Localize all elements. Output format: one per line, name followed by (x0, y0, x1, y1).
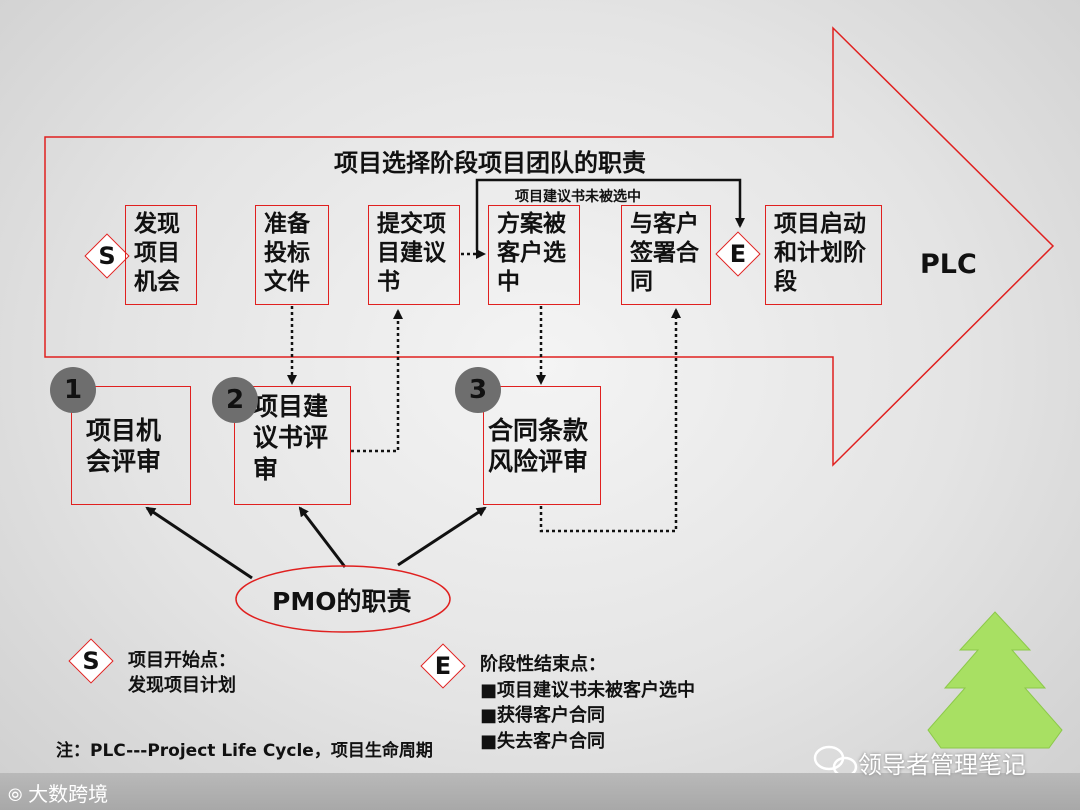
step-start-planning: 项目启动 和计划阶 段 (765, 205, 882, 305)
step-discover-opportunity: 发现 项目 机会 (125, 205, 197, 305)
legend-end-diamond: E (420, 643, 466, 689)
watermark-left-text: 大数跨境 (28, 782, 109, 806)
legend-end-marker: E (434, 652, 452, 680)
bottom-bar (0, 773, 1080, 810)
review-3-number: 3 (455, 367, 501, 413)
end-marker-label: E (729, 240, 747, 268)
review-2-number: 2 (212, 377, 258, 423)
plc-arrow-shape (44, 26, 1055, 467)
pmo-arrow-review3 (397, 506, 487, 567)
review-3-box: 合同条款 风险评审 (483, 386, 601, 505)
watermark-right: 领导者管理笔记 (858, 751, 1026, 779)
legend-start-diamond: S (68, 638, 114, 684)
legend-end-item: ■失去客户合同 (480, 731, 606, 753)
watermark-left: ⦾ 大数跨境 (8, 778, 108, 807)
pmo-arrow-review2 (298, 506, 347, 568)
pmo-ellipse (235, 565, 451, 633)
legend-start-marker: S (82, 647, 100, 675)
rejection-label: 项目建议书未被选中 (515, 189, 641, 205)
plc-label: PLC (920, 249, 977, 280)
legend-end-title: 阶段性结束点： (480, 654, 606, 675)
pmo-label: PMO的职责 (272, 587, 412, 616)
review-1-number: 1 (50, 367, 96, 413)
legend-start-text: 项目开始点： 发现项目计划 (128, 648, 236, 698)
step-chosen-by-client: 方案被 客户选 中 (488, 205, 580, 305)
end-diamond: E (715, 231, 761, 277)
watermark-logo-icon: ⦾ (8, 785, 29, 806)
legend-start-title: 项目开始点： (128, 650, 236, 671)
rejection-connector (475, 178, 745, 250)
legend-end-item: ■项目建议书未被客户选中 (480, 679, 696, 701)
pmo-arrow-review1 (145, 506, 253, 580)
step-submit-proposal: 提交项 目建议 书 (368, 205, 460, 305)
dotted-connector-review2-submit (351, 309, 403, 453)
start-diamond: S (84, 233, 130, 279)
legend-start-desc: 发现项目计划 (128, 675, 236, 697)
start-marker-label: S (98, 242, 116, 270)
phase-title: 项目选择阶段项目团队的职责 (334, 149, 646, 177)
wechat-icon (813, 745, 858, 778)
review-2-box: 项目建 议书评 审 (234, 386, 351, 505)
step-prepare-bid: 准备 投标 文件 (255, 205, 329, 305)
legend-end-item: ■获得客户合同 (480, 705, 606, 727)
step-sign-contract: 与客户 签署合 同 (621, 205, 711, 305)
review-1-box: 项目机 会评审 (71, 386, 191, 505)
legend-end-text: 阶段性结束点： ■项目建议书未被客户选中 ■获得客户合同 ■失去客户合同 (480, 652, 695, 755)
dotted-connector-review3-contract (539, 308, 681, 533)
footnote: 注：PLC---Project Life Cycle，项目生命周期 (56, 741, 433, 761)
tree-icon (927, 611, 1063, 749)
